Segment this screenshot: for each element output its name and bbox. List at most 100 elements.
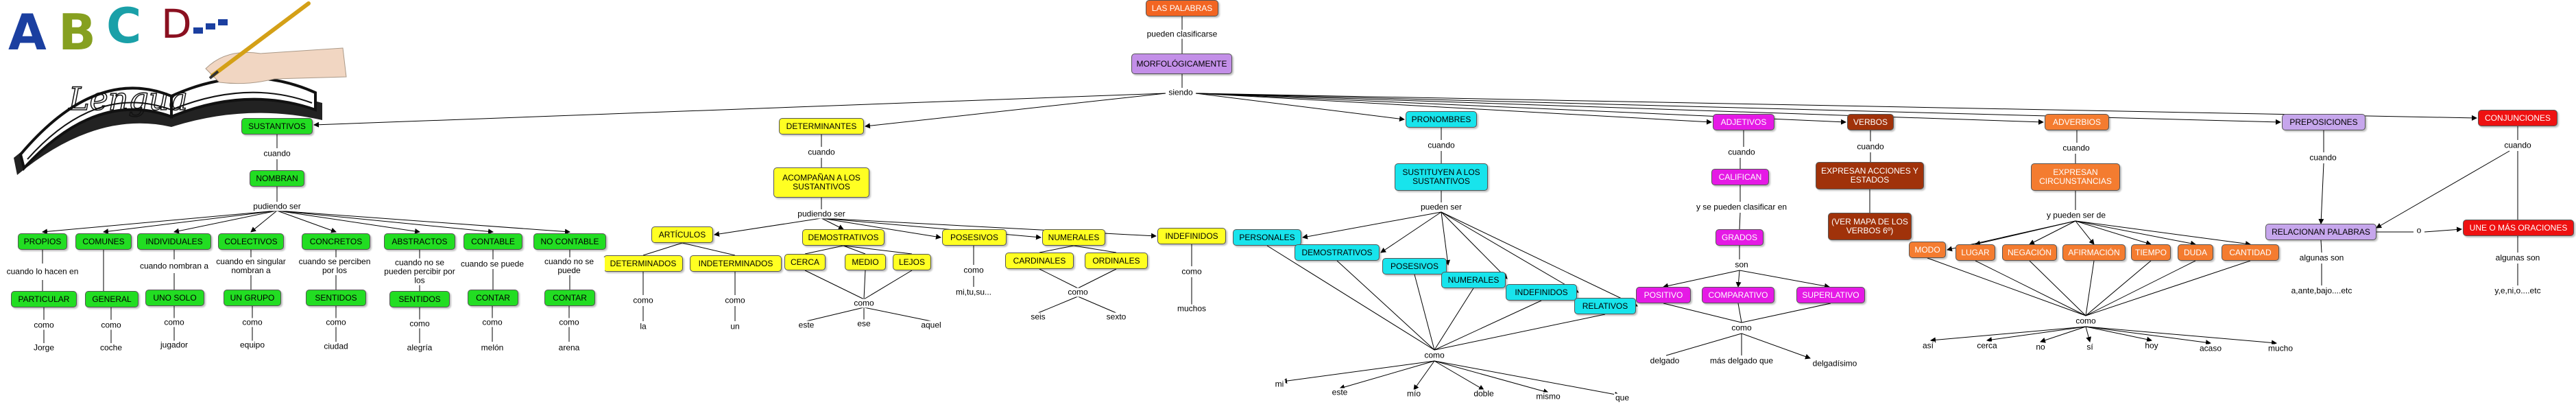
connector-line bbox=[1413, 360, 1435, 390]
connector-line bbox=[1195, 93, 1405, 122]
label-como: como bbox=[631, 295, 655, 305]
node-afirmacion[interactable]: AFIRMACIÓN bbox=[2062, 244, 2126, 261]
node-expresan-acciones[interactable]: EXPRESAN ACCIONES Y ESTADOS bbox=[1816, 162, 1924, 189]
connector-line bbox=[843, 245, 866, 255]
example-ciudad: ciudad bbox=[322, 341, 350, 351]
node-contar-1[interactable]: CONTAR bbox=[468, 290, 518, 306]
node-duda[interactable]: DUDA bbox=[2178, 244, 2213, 261]
node-determinantes[interactable]: DETERMINANTES bbox=[779, 118, 864, 135]
node-expresan-circ[interactable]: EXPRESAN CIRCUNSTANCIAS bbox=[2031, 163, 2120, 191]
connector-line bbox=[821, 218, 941, 239]
node-positivo[interactable]: POSITIVO bbox=[1636, 287, 1691, 303]
node-lugar[interactable]: LUGAR bbox=[1955, 244, 1995, 261]
node-conjunciones[interactable]: CONJUNCIONES bbox=[2478, 110, 2557, 126]
node-relacionan[interactable]: RELACIONAN PALABRAS bbox=[2265, 224, 2376, 240]
connector-line bbox=[2029, 220, 2076, 245]
node-posesivos-pr[interactable]: POSESIVOS bbox=[1382, 258, 1447, 274]
example-asi: así bbox=[1921, 340, 1936, 351]
node-individuales[interactable]: INDIVIDUALES bbox=[137, 233, 211, 250]
node-indeterminados[interactable]: INDETERMINADOS bbox=[690, 255, 782, 272]
node-personales[interactable]: PERSONALES bbox=[1233, 229, 1301, 246]
connector-line bbox=[1302, 211, 1442, 239]
connector-line bbox=[1039, 245, 1074, 253]
node-contable[interactable]: CONTABLE bbox=[464, 233, 522, 250]
connector-line bbox=[1434, 314, 1606, 351]
node-determinados[interactable]: DETERMINADOS bbox=[603, 255, 683, 272]
node-articulos[interactable]: ARTÍCULOS bbox=[651, 226, 713, 243]
connector-line bbox=[1441, 211, 1451, 266]
node-superlativo[interactable]: SUPERLATIVO bbox=[1796, 287, 1865, 303]
connector-line bbox=[1986, 326, 2086, 342]
node-sentidos-1[interactable]: SENTIDOS bbox=[306, 290, 366, 306]
example-un: un bbox=[729, 321, 741, 331]
node-une-oraciones[interactable]: UNE O MÁS ORACIONES bbox=[2463, 220, 2574, 236]
svg-text:C: C bbox=[106, 0, 141, 54]
node-no-contable[interactable]: NO CONTABLE bbox=[533, 233, 606, 250]
node-morfologicamente[interactable]: MORFOLÓGICAMENTE bbox=[1131, 54, 1232, 74]
node-posesivos-det[interactable]: POSESIVOS bbox=[942, 229, 1007, 246]
node-negacion[interactable]: NEGACIÓN bbox=[2002, 244, 2057, 261]
node-nombran[interactable]: NOMBRAN bbox=[250, 170, 304, 187]
lengua-logo: Lengua A B C D bbox=[8, 0, 347, 175]
node-verbos[interactable]: VERBOS bbox=[1847, 114, 1894, 130]
connector-line bbox=[276, 210, 494, 235]
label-siendo: siendo bbox=[1167, 87, 1194, 97]
node-ordinales[interactable]: ORDINALES bbox=[1085, 253, 1148, 269]
node-preposiciones[interactable]: PREPOSICIONES bbox=[2282, 114, 2366, 130]
label-y-se-pueden: y se pueden clasificar en bbox=[1694, 202, 1789, 212]
node-las-palabras[interactable]: LAS PALABRAS bbox=[1146, 0, 1218, 16]
node-sustituyen[interactable]: SUSTITUYEN A LOS SUSTANTIVOS bbox=[1395, 163, 1488, 191]
node-comparativo[interactable]: COMPARATIVO bbox=[1702, 287, 1774, 303]
node-modo[interactable]: MODO bbox=[1909, 242, 1946, 258]
node-lejos[interactable]: LEJOS bbox=[893, 254, 931, 270]
connector-line bbox=[1434, 360, 1549, 394]
node-cardinales[interactable]: CARDINALES bbox=[1005, 253, 1074, 269]
node-sustantivos[interactable]: SUSTANTIVOS bbox=[241, 118, 313, 135]
node-general[interactable]: GENERAL bbox=[85, 291, 139, 307]
node-comunes[interactable]: COMUNES bbox=[75, 233, 132, 250]
label-algunas-son: algunas son bbox=[2494, 253, 2542, 263]
label-algunas-son: algunas son bbox=[2298, 253, 2346, 263]
node-concretos[interactable]: CONCRETOS bbox=[302, 233, 370, 250]
node-medio[interactable]: MEDIO bbox=[845, 254, 886, 270]
node-demostrativos-pr[interactable]: DEMOSTRATIVOS bbox=[1295, 244, 1380, 261]
node-indefinidos-pr[interactable]: INDEFINIDOS bbox=[1506, 284, 1577, 301]
node-grados[interactable]: GRADOS bbox=[1716, 229, 1764, 246]
connector-line bbox=[1975, 260, 2086, 316]
example-delgado: delgado bbox=[1648, 355, 1681, 366]
node-ver-mapa[interactable]: (VER MAPA DE LOS VERBOS 6º) bbox=[1828, 213, 1912, 240]
node-particular[interactable]: PARTICULAR bbox=[11, 291, 77, 307]
node-cantidad[interactable]: CANTIDAD bbox=[2222, 244, 2279, 261]
logo-letters: A B C D bbox=[8, 0, 228, 61]
node-califican[interactable]: CALIFICAN bbox=[1711, 169, 1769, 185]
label-pueden-clasificarse: pueden clasificarse bbox=[1145, 29, 1219, 39]
example-este: este bbox=[797, 320, 816, 330]
connector-line bbox=[1663, 270, 1740, 289]
connector-line bbox=[42, 210, 278, 235]
node-uno-solo[interactable]: UNO SOLO bbox=[145, 290, 204, 306]
connector-line bbox=[276, 210, 570, 235]
connector-line bbox=[1434, 288, 1474, 351]
node-acompanan[interactable]: ACOMPAÑAN A LOS SUSTANTIVOS bbox=[773, 167, 869, 198]
node-relativos[interactable]: RELATIVOS bbox=[1574, 298, 1636, 314]
label-o: o bbox=[2415, 225, 2423, 235]
node-demostrativos-det[interactable]: DEMOSTRATIVOS bbox=[802, 229, 884, 246]
example-que: que bbox=[1613, 393, 1631, 403]
node-abstractos[interactable]: ABSTRACTOS bbox=[384, 233, 455, 250]
connector-line bbox=[1037, 296, 1079, 314]
node-sentidos-2[interactable]: SENTIDOS bbox=[389, 291, 450, 307]
node-un-grupo[interactable]: UN GRUPO bbox=[224, 290, 281, 306]
node-adjetivos[interactable]: ADJETIVOS bbox=[1713, 114, 1774, 130]
node-contar-2[interactable]: CONTAR bbox=[544, 290, 595, 306]
node-indefinidos-det[interactable]: INDEFINIDOS bbox=[1157, 228, 1226, 244]
node-numerales-pr[interactable]: NUMERALES bbox=[1441, 272, 1506, 288]
node-numerales-det[interactable]: NUMERALES bbox=[1042, 229, 1105, 246]
node-propios[interactable]: PROPIOS bbox=[18, 233, 67, 250]
node-pronombres[interactable]: PRONOMBRES bbox=[1406, 111, 1477, 128]
connector-line bbox=[1434, 360, 1484, 390]
node-tiempo[interactable]: TIEMPO bbox=[2131, 244, 2171, 261]
node-colectivos[interactable]: COLECTIVOS bbox=[218, 233, 284, 250]
node-adverbios[interactable]: ADVERBIOS bbox=[2045, 114, 2109, 130]
node-cerca[interactable]: CERCA bbox=[784, 254, 826, 270]
logo-word: Lengua bbox=[68, 80, 188, 117]
